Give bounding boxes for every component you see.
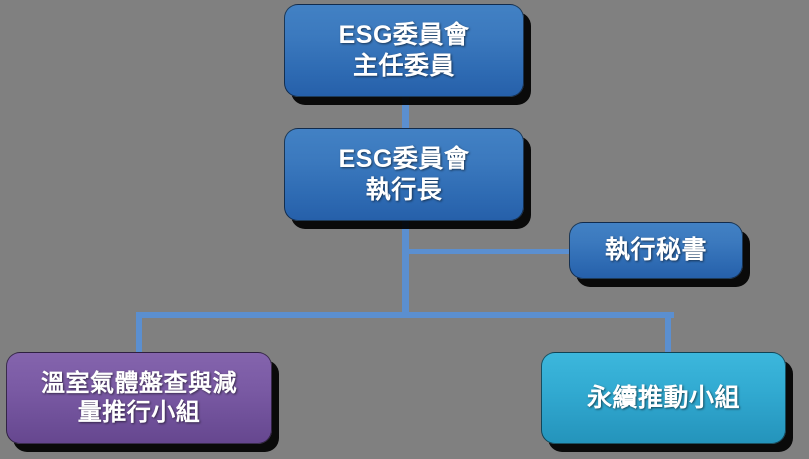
connector-chairperson-to-ceo [402,96,409,130]
node-label-ghg-team: 溫室氣體盤查與減 量推行小組 [41,369,237,426]
connector-bus-to-sustainability-team [665,312,671,356]
connector-bottom-bus [136,312,674,318]
node-label-secretary: 執行秘書 [604,236,707,265]
node-label-ceo: ESG委員會 執行長 [338,145,470,204]
node-label-sustainability-team: 永續推動小組 [586,383,740,412]
node-label-chairperson: ESG委員會 主任委員 [338,21,470,80]
connector-bus-to-ghg-team [136,312,142,356]
node-sustainability-promotion-team[interactable]: 永續推動小組 [541,352,786,444]
connector-ceo-to-secretary [402,249,572,254]
connector-ceo-trunk [402,220,409,316]
node-ghg-inventory-reduction-team[interactable]: 溫室氣體盤查與減 量推行小組 [6,352,272,444]
node-esg-committee-chairperson[interactable]: ESG委員會 主任委員 [284,4,524,97]
node-esg-committee-ceo[interactable]: ESG委員會 執行長 [284,128,524,221]
node-executive-secretary[interactable]: 執行秘書 [569,222,743,279]
